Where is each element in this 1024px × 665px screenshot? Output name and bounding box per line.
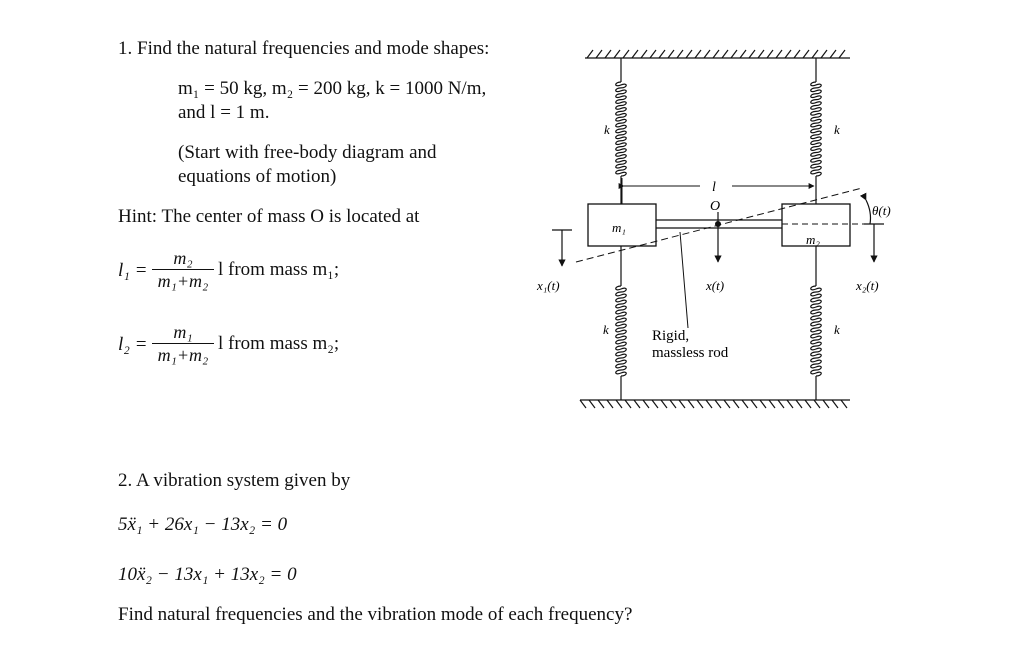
length-dimension [618,178,817,204]
l1-denominator: m₁+m₂ [157,271,209,291]
problem1-title: 1. Find the natural frequencies and mode… [118,38,490,59]
l1-description: l from mass m₁; [218,259,340,280]
problem2-title: 2. A vibration system given by [118,470,351,491]
spring-label-right-upper: k [834,122,840,137]
l2-lhs: l₂ = [118,334,148,355]
bottom-ground [579,399,850,409]
left-upper-spring [615,58,627,204]
length-label: l [712,180,716,195]
l2-description: l from mass m₂; [218,333,340,354]
rod-label-line-2: massless rod [652,345,729,361]
x2-arrow [864,223,884,263]
instruction-line-1: (Start with free-body diagram and [178,142,437,163]
mass-1 [587,203,657,247]
mass-2 [781,203,851,247]
l1-fraction: m₂ m₁+m₂ [152,247,214,292]
hint-text: Hint: The center of mass O is located at [118,206,420,227]
rod-leader-line [679,231,689,329]
problem2-question: Find natural frequencies and the vibrati… [118,604,633,625]
theta-arc [859,192,872,225]
mass-1-label: m₁ [612,220,626,235]
x-label: x(t) [705,278,724,293]
given-parameters: m₁ = 50 kg, m₂ = 200 kg, k = 1000 N/m, [178,78,487,99]
spring-label-right-lower: k [834,322,840,337]
equation-1: 5ẍ₁ + 26x₁ − 13x₂ = 0 [118,514,288,535]
x2-label: x₂(t) [855,278,879,293]
x1-arrow [552,229,572,267]
rod-label-line-1: Rigid, [652,328,689,344]
instruction-line-2: equations of motion) [178,166,337,187]
right-lower-spring [810,246,822,400]
equation-2: 10ẍ₂ − 13x₁ + 13x₂ = 0 [118,564,297,585]
l2-fraction: m₁ m₁+m₂ [152,321,214,366]
x1-label: x₁(t) [536,278,560,293]
l2-numerator: m₁ [152,321,214,344]
spring-label-left-lower: k [603,322,609,337]
left-lower-spring [615,246,627,400]
center-of-mass-marker [715,212,721,232]
spring-label-left-upper: k [604,122,610,137]
rigid-rod [656,219,782,229]
center-label: O [710,199,720,214]
mass-2-label: m₂ [806,232,820,247]
l1-lhs: l₁ = [118,260,148,281]
top-ground [585,49,850,59]
l2-denominator: m₁+m₂ [157,345,209,365]
given-length: and l = 1 m. [178,102,270,123]
theta-label: θ(t) [872,203,891,218]
l1-numerator: m₂ [152,247,214,270]
